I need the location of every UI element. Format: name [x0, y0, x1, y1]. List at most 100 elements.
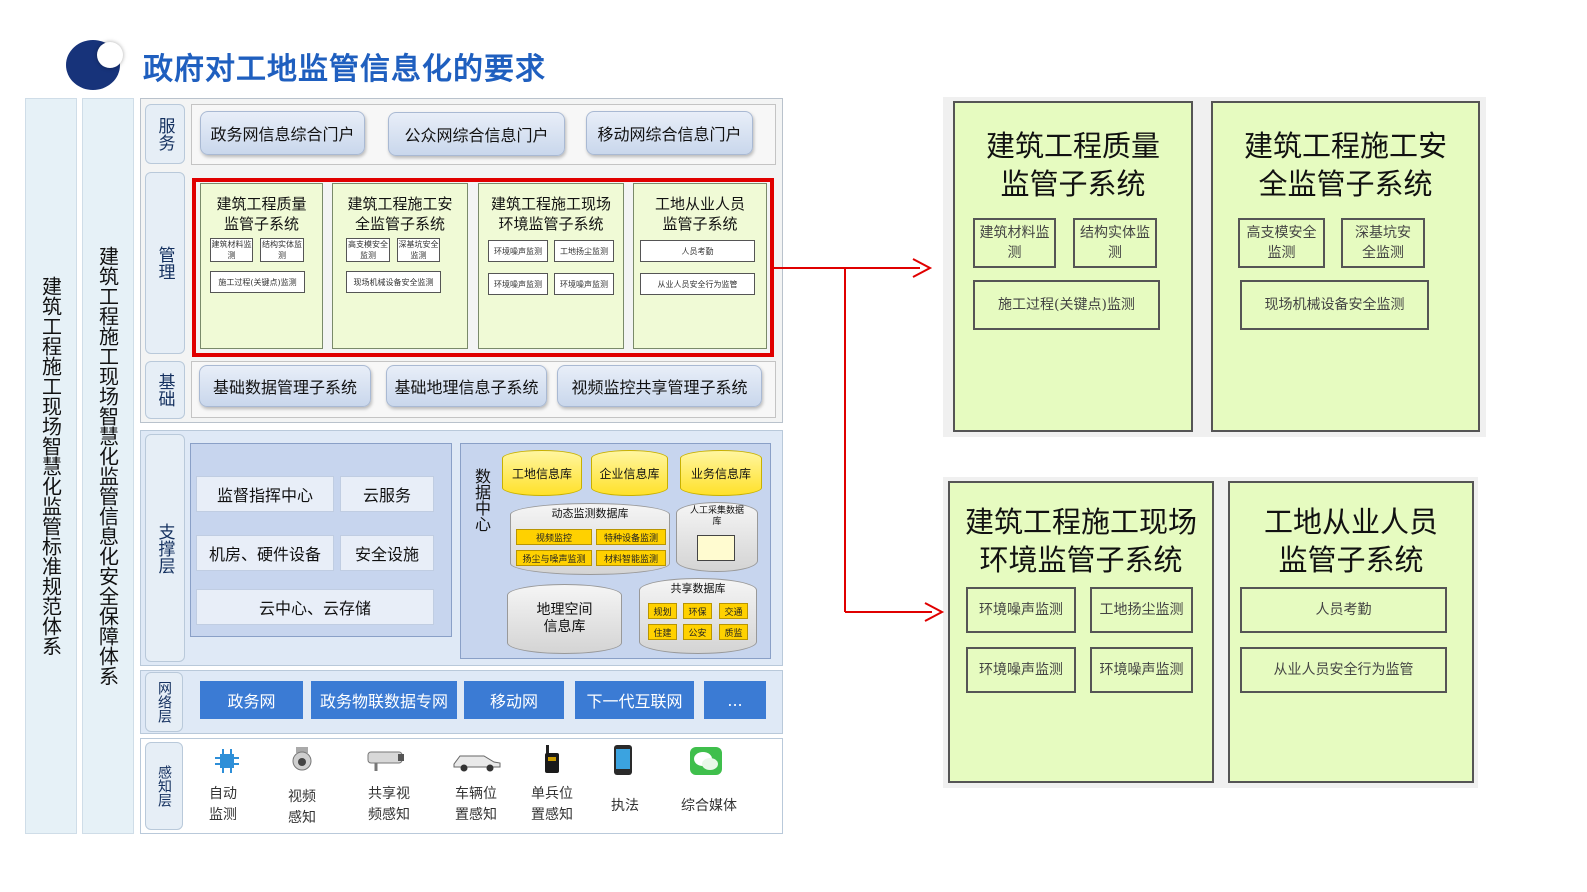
perception-media-label: 综合媒体: [668, 796, 750, 817]
mini-env-noise-3: 环境噪声监测: [554, 273, 614, 295]
perception-vehicle-line-1: 车辆位: [455, 786, 497, 802]
layer-foundation: 基础: [145, 361, 185, 419]
mgmt-quality-title-2: 监管子系统: [223, 215, 299, 233]
highlight-frame: [192, 178, 774, 357]
db-dyn-material: 材料智能监测: [596, 550, 666, 566]
portal-gov-button[interactable]: 政务网信息综合门户: [200, 111, 365, 155]
chip-icon: [215, 749, 239, 773]
mini-personnel-behavior: 从业人员安全行为监管: [640, 273, 755, 295]
mgmt-quality-box[interactable]: 建筑工程质量 监管子系统: [200, 183, 323, 349]
data-center-label: 数据中心: [468, 460, 494, 540]
zoom-safety-title-2: 全监管子系统: [1258, 167, 1433, 201]
zoom-personnel-behavior: 从业人员安全行为监管: [1240, 647, 1447, 693]
walkie-talkie-icon: [545, 745, 559, 773]
zoom-quality-material: 建筑材料监测: [973, 218, 1056, 268]
mgmt-personnel-box[interactable]: 工地从业人员 监管子系统: [633, 183, 767, 349]
db-business-info[interactable]: 业务信息库: [680, 450, 762, 496]
perception-media-line-1: 综合媒体: [681, 798, 737, 814]
zoom-env-noise-1: 环境噪声监测: [966, 587, 1076, 633]
mgmt-safety-box[interactable]: 建筑工程施工安 全监管子系统: [332, 183, 468, 349]
network-gov[interactable]: 政务网: [200, 681, 303, 719]
db-manual-label: 人工采集数据库: [690, 506, 745, 527]
perception-individual-line-1: 单兵位: [531, 786, 573, 802]
mini-quality-process: 施工过程(关键点)监测: [210, 271, 305, 293]
zoom-safety-formwork: 高支模安全监测: [1238, 218, 1325, 268]
db-shared-housing: 住建: [648, 624, 677, 640]
mini-safety-machinery: 现场机械设备安全监测: [346, 271, 441, 293]
perception-video-line-2: 感知: [288, 810, 316, 826]
arrow-head-top: [912, 258, 933, 278]
zoom-quality-title-1: 建筑工程质量: [985, 129, 1160, 163]
db-shared-quality: 质监: [719, 624, 748, 640]
support-security-facility[interactable]: 安全设施: [340, 535, 434, 571]
support-cloud-storage[interactable]: 云中心、云存储: [196, 589, 434, 625]
foundation-video-button[interactable]: 视频监控共享管理子系统: [557, 365, 762, 407]
perception-video-label: 视频 感知: [277, 787, 327, 829]
page-title: 政府对工地监管信息化的要求: [143, 52, 546, 87]
vehicle-icon: [453, 755, 501, 772]
camera-dome-icon: [292, 747, 312, 771]
support-hardware[interactable]: 机房、硬件设备: [196, 535, 334, 571]
db-dynamic-title: 动态监测数据库: [551, 507, 629, 520]
network-next-gen[interactable]: 下一代互联网: [575, 681, 694, 719]
portal-public-button[interactable]: 公众网综合信息门户: [388, 112, 565, 156]
db-shared-title: 共享数据库: [670, 582, 726, 595]
support-cloud-service[interactable]: 云服务: [340, 476, 434, 512]
mini-quality-material: 建筑材料监测: [210, 238, 253, 262]
standards-column: 建筑工程施工现场智慧化监管标准规范体系: [25, 98, 77, 834]
foundation-data-button[interactable]: 基础数据管理子系统: [199, 365, 371, 407]
db-geo-line-2: 信息库: [543, 619, 586, 635]
zoom-personnel-attendance: 人员考勤: [1240, 587, 1447, 633]
portal-mobile-button[interactable]: 移动网综合信息门户: [586, 111, 753, 155]
db-dyn-video: 视频监控: [516, 529, 592, 545]
zoom-quality-process: 施工过程(关键点)监测: [973, 280, 1160, 330]
db-geo-spatial[interactable]: 地理空间 信息库: [507, 584, 622, 654]
db-geo-line-1: 地理空间: [536, 602, 593, 618]
perception-auto-label: 自动 监测: [198, 784, 248, 826]
zoom-personnel-title-1: 工地从业人员: [1263, 505, 1438, 539]
layer-management-label: 管理: [154, 246, 175, 280]
layer-service: 服务: [145, 104, 185, 164]
mgmt-environment-box[interactable]: 建筑工程施工现场 环境监管子系统: [478, 183, 624, 349]
mini-env-noise-2: 环境噪声监测: [488, 273, 548, 295]
chat-icon: [690, 747, 722, 775]
mgmt-environment-title-1: 建筑工程施工现场: [490, 195, 611, 213]
db-shared-police: 公安: [683, 624, 712, 640]
layer-support: 支撑层: [145, 434, 185, 662]
layer-foundation-label: 基础: [154, 373, 175, 407]
foundation-geo-button[interactable]: 基础地理信息子系统: [386, 365, 547, 407]
network-more[interactable]: ...: [704, 681, 766, 719]
mgmt-safety-title-2: 全监管子系统: [354, 215, 445, 233]
perception-shared-video-label: 共享视 频感知: [357, 784, 421, 826]
security-column: 建筑工程施工现场智慧化监管信息化安全保障体系: [82, 98, 134, 834]
mini-quality-structure: 结构实体监测: [260, 238, 304, 262]
mini-safety-pit: 深基坑安全监测: [397, 238, 440, 262]
layer-support-label: 支撑层: [154, 522, 175, 574]
db-enterprise-info[interactable]: 企业信息库: [591, 450, 668, 496]
support-command-center[interactable]: 监督指挥中心: [196, 476, 334, 512]
perception-video-line-1: 视频: [288, 789, 316, 805]
network-iot[interactable]: 政务物联数据专网: [311, 681, 457, 719]
standards-column-label: 建筑工程施工现场智慧化监管标准规范体系: [38, 276, 63, 656]
perception-auto-line-1: 自动: [209, 786, 237, 802]
network-mobile[interactable]: 移动网: [464, 681, 564, 719]
db-shared-planning: 规划: [648, 603, 677, 619]
zoom-personnel-title-2: 监管子系统: [1278, 543, 1424, 577]
layer-service-label: 服务: [154, 117, 175, 151]
perception-enforcement-label: 执法: [600, 796, 650, 817]
arrow-head-bottom: [924, 602, 945, 622]
perception-vehicle-label: 车辆位 置感知: [444, 784, 508, 826]
mgmt-personnel-title-2: 监管子系统: [662, 215, 738, 233]
layer-management: 管理: [145, 172, 185, 354]
mini-safety-formwork: 高支模安全监测: [346, 238, 390, 262]
security-column-label: 建筑工程施工现场智慧化监管信息化安全保障体系: [95, 246, 120, 686]
document-stack-icon: [697, 535, 735, 561]
perception-band: [140, 738, 783, 834]
perception-enforcement-line-1: 执法: [611, 798, 639, 814]
layer-network-label: 网络层: [156, 681, 172, 723]
db-site-info[interactable]: 工地信息库: [502, 450, 582, 496]
db-shared-environment: 环保: [683, 603, 712, 619]
db-shared-traffic: 交通: [719, 603, 748, 619]
zoom-env-dust: 工地扬尘监测: [1090, 587, 1193, 633]
